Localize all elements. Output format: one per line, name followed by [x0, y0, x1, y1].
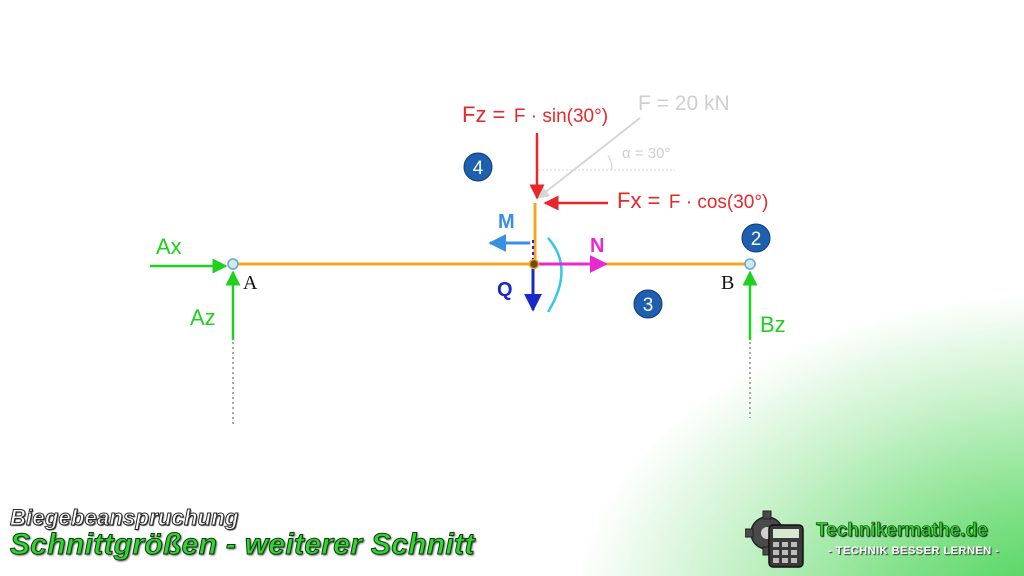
fz-expression: F · sin(30°)	[514, 106, 608, 127]
original-force-arrow	[537, 117, 641, 199]
footer-title: Schnittgrößen - weiterer Schnitt	[10, 528, 475, 562]
az-label: Az	[190, 305, 216, 330]
fx-symbol: Fx =	[617, 188, 660, 213]
angle-label: α = 30°	[622, 145, 670, 162]
footer-subtitle: Biegebeanspruchung	[10, 505, 239, 531]
fx-label: Fx = F · cos(30°)	[617, 188, 768, 213]
shear-force-label: Q	[497, 279, 513, 301]
bz-label: Bz	[760, 312, 786, 337]
svg-text:4: 4	[473, 158, 484, 179]
fz-label: Fz = F · sin(30°)	[462, 102, 608, 127]
step-badge-3: 3	[633, 289, 663, 319]
section-node	[528, 258, 540, 270]
fz-symbol: Fz =	[462, 102, 505, 127]
angle-arc	[607, 154, 613, 171]
fx-expression: F · cos(30°)	[669, 192, 768, 213]
logo-tagline: - TECHNIK BESSER LERNEN -	[828, 545, 1000, 557]
svg-text:2: 2	[751, 229, 762, 250]
step-badge-4: 4	[463, 152, 493, 182]
calculator-gear-icon	[745, 510, 804, 568]
ax-label: Ax	[156, 234, 182, 259]
point-a-label: A	[243, 272, 258, 294]
svg-text:3: 3	[643, 295, 654, 316]
moment-arc	[546, 237, 563, 313]
step-badge-2: 2	[741, 223, 771, 253]
support-a-node	[227, 258, 239, 270]
moment-label: M	[498, 211, 515, 233]
logo-name[interactable]: Technikermathe.de	[816, 520, 988, 542]
normal-force-label: N	[590, 235, 604, 257]
point-b-label: B	[721, 272, 734, 294]
force-value-label: F = 20 kN	[638, 92, 730, 115]
support-b-node	[744, 258, 756, 270]
